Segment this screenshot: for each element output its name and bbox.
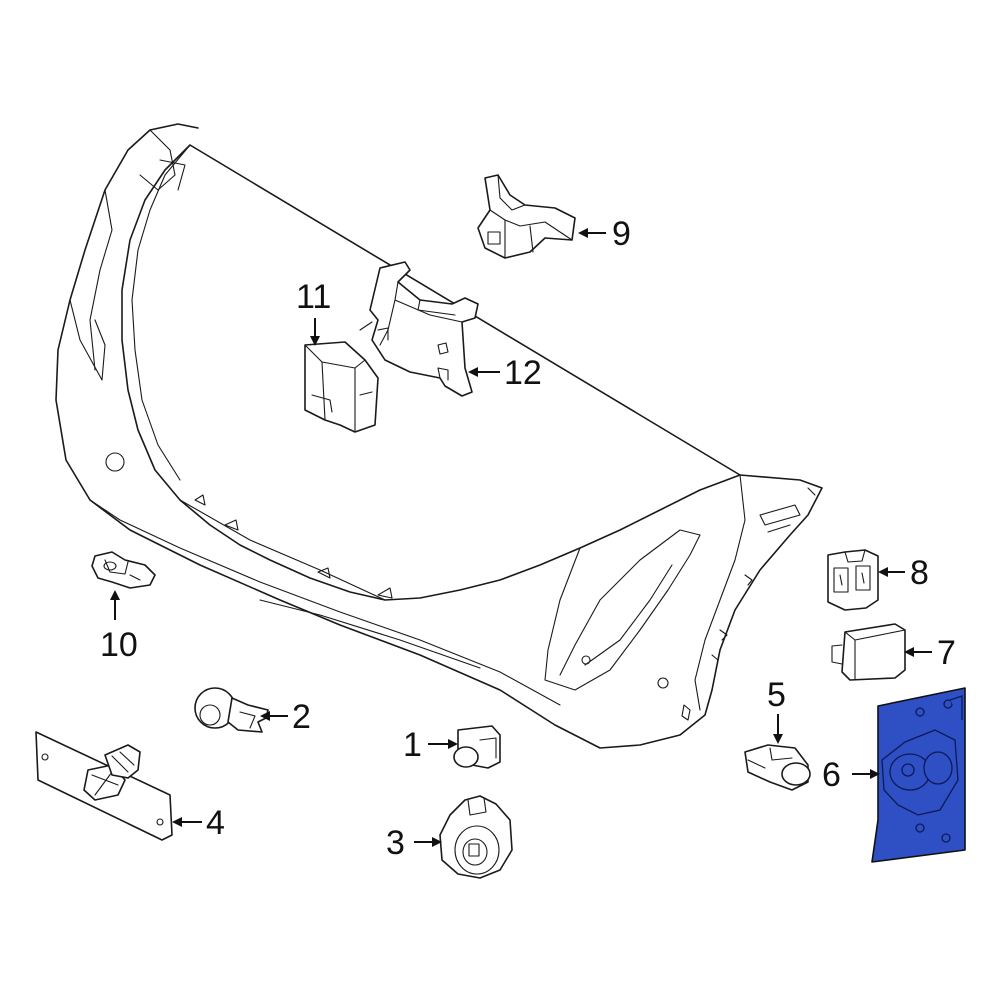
part-5-sensor — [744, 744, 811, 791]
part-8-bracket — [827, 549, 879, 611]
callout-3: 3 — [386, 824, 405, 862]
callout-6: 6 — [822, 756, 841, 794]
callout-12: 12 — [504, 354, 542, 392]
part-7-module — [831, 623, 906, 681]
leader-arrows — [110, 228, 932, 847]
part-2-sensor — [194, 687, 269, 733]
part-4-plate — [35, 731, 173, 841]
part-1-sensor — [453, 725, 501, 769]
part-10-clip — [91, 551, 156, 589]
callout-11: 11 — [296, 278, 331, 316]
part-6-bracket-highlighted — [871, 687, 966, 863]
callout-10: 10 — [100, 626, 138, 664]
callout-5: 5 — [767, 676, 786, 714]
part-3-holder — [439, 795, 513, 879]
part-11-bracket — [304, 341, 379, 433]
part-9-bracket — [477, 174, 576, 259]
bumper-cover — [55, 123, 823, 749]
callout-8: 8 — [910, 554, 929, 592]
callout-9: 9 — [612, 215, 631, 253]
callout-7: 7 — [937, 634, 956, 672]
part-12-bracket — [359, 261, 479, 397]
callout-2: 2 — [292, 698, 311, 736]
callout-labels: 9 11 12 10 8 7 2 4 1 3 5 6 — [100, 215, 956, 862]
callout-4: 4 — [206, 804, 225, 842]
callout-1: 1 — [403, 726, 422, 764]
